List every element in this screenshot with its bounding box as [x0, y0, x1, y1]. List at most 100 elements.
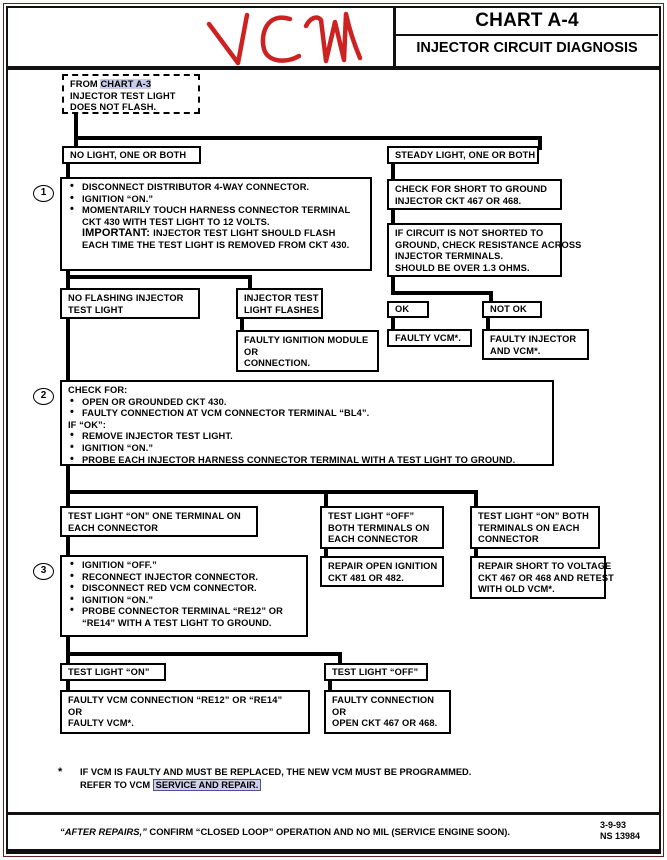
step-2-bullet-4: IGNITION “ON.”: [68, 442, 547, 455]
connector-steady-light-down: [391, 164, 395, 179]
step-1-important-label: IMPORTANT:: [82, 227, 151, 240]
no-flashing-line1: NO FLASHING INJECTOR: [68, 293, 184, 303]
page-subtitle: INJECTOR CIRCUIT DIAGNOSIS: [416, 40, 638, 56]
resistance-box: IF CIRCUIT IS NOT SHORTED TO GROUND, CHE…: [387, 223, 582, 277]
header-title-underline: [396, 34, 658, 36]
off-both-line2: BOTH TERMINALS ON: [328, 522, 430, 533]
step-1-number: 1: [33, 185, 54, 202]
step-1-box: DISCONNECT DISTRIBUTOR 4-WAY CONNECTOR. …: [60, 177, 372, 271]
connector-ok-down: [391, 318, 395, 331]
connector-to-off-both: [324, 490, 328, 508]
step-3-bullet-1: IGNITION “OFF.”: [68, 559, 301, 572]
step-2-box: CHECK FOR: OPEN OR GROUNDED CKT 430. FAU…: [60, 380, 554, 466]
faulty-injector-line1: FAULTY INJECTOR: [490, 334, 577, 344]
test-light-on-box: TEST LIGHT “ON”: [60, 663, 166, 681]
step-3-bullet-3: DISCONNECT RED VCM CONNECTOR.: [68, 582, 301, 595]
step-2-number: 2: [33, 388, 54, 405]
footnote-body: IF VCM IS FAULTY AND MUST BE REPLACED, T…: [58, 766, 618, 792]
step-2-bullet-3: REMOVE INJECTOR TEST LIGHT.: [68, 430, 547, 443]
connector-step3-down: [66, 637, 70, 665]
step-3-bullet-4: IGNITION “ON.”: [68, 594, 301, 607]
resistance-line2: GROUND, CHECK RESISTANCE ACROSS: [395, 239, 582, 250]
light-flashes-box: INJECTOR TEST LIGHT FLASHES: [236, 288, 323, 319]
on-one-line2: EACH CONNECTOR: [68, 522, 159, 533]
connector-off-both-down: [324, 549, 328, 558]
connector-step3-split: [66, 652, 342, 656]
connector-to-steady-light: [538, 136, 542, 150]
footnote-star: *: [58, 766, 63, 778]
repair-open-ignition-box: REPAIR OPEN IGNITION CKT 481 OR 482.: [320, 556, 444, 587]
faulty-vcm-box: FAULTY VCM*.: [387, 329, 472, 347]
light-on-label: TEST LIGHT “ON”: [68, 667, 150, 677]
resistance-line4: SHOULD BE OVER 1.3 OHMS.: [395, 262, 530, 273]
ok-label: OK: [395, 304, 410, 314]
footer-id: NS 13984: [600, 831, 641, 841]
footer-note-italic: “AFTER REPAIRS,”: [60, 826, 147, 837]
off-result-line1: FAULTY CONNECTION: [332, 695, 435, 705]
test-light-off-box: TEST LIGHT “OFF”: [324, 663, 428, 681]
step-2-bullet-1: OPEN OR GROUNDED CKT 430.: [68, 396, 547, 409]
repair-open-line1: REPAIR OPEN IGNITION: [328, 561, 438, 571]
connector-ok-split: [391, 291, 493, 295]
connector-to-flashes: [248, 275, 252, 289]
step-2-bullet-5: PROBE EACH INJECTOR HARNESS CONNECTOR TE…: [68, 454, 547, 467]
no-flashing-box: NO FLASHING INJECTOR TEST LIGHT: [60, 288, 200, 319]
connector-no-flashing-down: [66, 319, 70, 382]
footer-note: “AFTER REPAIRS,” CONFIRM “CLOSED LOOP” O…: [60, 826, 510, 837]
page-title: CHART A-4: [475, 10, 579, 31]
footnote: * IF VCM IS FAULTY AND MUST BE REPLACED,…: [58, 766, 618, 792]
connector-on-one-down: [66, 537, 70, 558]
faulty-module-line2: OR: [244, 346, 259, 357]
connector-no-light-down: [66, 164, 70, 179]
step-3-bullet-2: RECONNECT INJECTOR CONNECTOR.: [68, 571, 301, 584]
step-3-box: IGNITION “OFF.” RECONNECT INJECTOR CONNE…: [60, 555, 308, 637]
step-2-if-ok: IF “OK”:: [68, 419, 106, 430]
branch-steady-light-box: STEADY LIGHT, ONE OR BOTH: [387, 146, 539, 164]
connector-step1-split: [66, 275, 252, 279]
on-both-line1: TEST LIGHT “ON” BOTH: [478, 511, 589, 521]
repair-short-voltage-box: REPAIR SHORT TO VOLTAGE CKT 467 OR 468 A…: [470, 556, 614, 599]
service-and-repair-link[interactable]: SERVICE AND REPAIR.: [152, 779, 262, 791]
connector-not-ok-down: [486, 318, 490, 331]
header-bottom-rule: [8, 66, 659, 70]
faulty-injector-line2: AND VCM*.: [490, 345, 541, 356]
repair-short-line2: CKT 467 OR 468 AND RETEST: [478, 572, 614, 583]
faulty-module-line3: CONNECTION.: [244, 358, 311, 369]
chart-a3-link[interactable]: CHART A-3: [100, 79, 152, 89]
light-off-label: TEST LIGHT “OFF”: [332, 667, 419, 677]
footer-top-rule: [8, 812, 659, 815]
test-on-both-box: TEST LIGHT “ON” BOTH TERMINALS ON EACH C…: [470, 506, 600, 549]
faulty-injector-vcm-box: FAULTY INJECTOR AND VCM*.: [482, 329, 589, 360]
entry-line1: FROM CHART A-3: [70, 79, 152, 89]
entry-box: FROM CHART A-3 INJECTOR TEST LIGHT DOES …: [62, 74, 200, 114]
branch-no-light-box: NO LIGHT, ONE OR BOTH: [62, 146, 201, 164]
faulty-vcm-connection-box: FAULTY VCM CONNECTION “RE12” OR “RE14” O…: [60, 690, 310, 734]
light-flashes-line2: LIGHT FLASHES: [244, 304, 320, 315]
off-result-line2: OR: [332, 706, 347, 717]
check-short-box: CHECK FOR SHORT TO GROUND INJECTOR CKT 4…: [387, 179, 562, 210]
off-result-line3: OPEN CKT 467 OR 468.: [332, 718, 438, 729]
not-ok-box: NOT OK: [482, 301, 542, 318]
step-1-important: IMPORTANT: INJECTOR TEST LIGHT SHOULD FL…: [68, 228, 365, 240]
resistance-line3: INJECTOR TERMINALS.: [395, 251, 504, 262]
repair-short-line1: REPAIR SHORT TO VOLTAGE: [478, 561, 612, 571]
connector-resistance-down: [391, 277, 395, 295]
check-short-line1: CHECK FOR SHORT TO GROUND: [395, 184, 548, 194]
resistance-line1: IF CIRCUIT IS NOT SHORTED TO: [395, 228, 544, 238]
faulty-vcm-label: FAULTY VCM*.: [395, 333, 461, 343]
footer-note-rest: CONFIRM “CLOSED LOOP” OPERATION AND NO M…: [146, 826, 511, 837]
page-outer-border: [3, 3, 664, 857]
step-1-bullet-2: IGNITION “ON.”: [68, 193, 365, 206]
step-1-bullets: DISCONNECT DISTRIBUTOR 4-WAY CONNECTOR. …: [68, 181, 365, 252]
connector-to-not-ok: [489, 291, 493, 304]
off-both-line3: EACH CONNECTOR: [328, 534, 419, 545]
handwritten-vcm-annotation: [206, 11, 363, 66]
ok-box: OK: [387, 301, 429, 318]
on-result-line3: FAULTY VCM*.: [68, 718, 134, 729]
header-vertical-divider: [393, 8, 396, 66]
step-2-header: CHECK FOR:: [68, 385, 128, 395]
step-1-bullet-3-cont: CKT 430 WITH TEST LIGHT TO 12 VOLTS.: [82, 216, 270, 227]
step-1-important-cont: EACH TIME THE TEST LIGHT IS REMOVED FROM…: [82, 239, 350, 250]
footnote-line1: IF VCM IS FAULTY AND MUST BE REPLACED, T…: [80, 767, 472, 777]
on-both-line2: TERMINALS ON EACH: [478, 522, 580, 533]
